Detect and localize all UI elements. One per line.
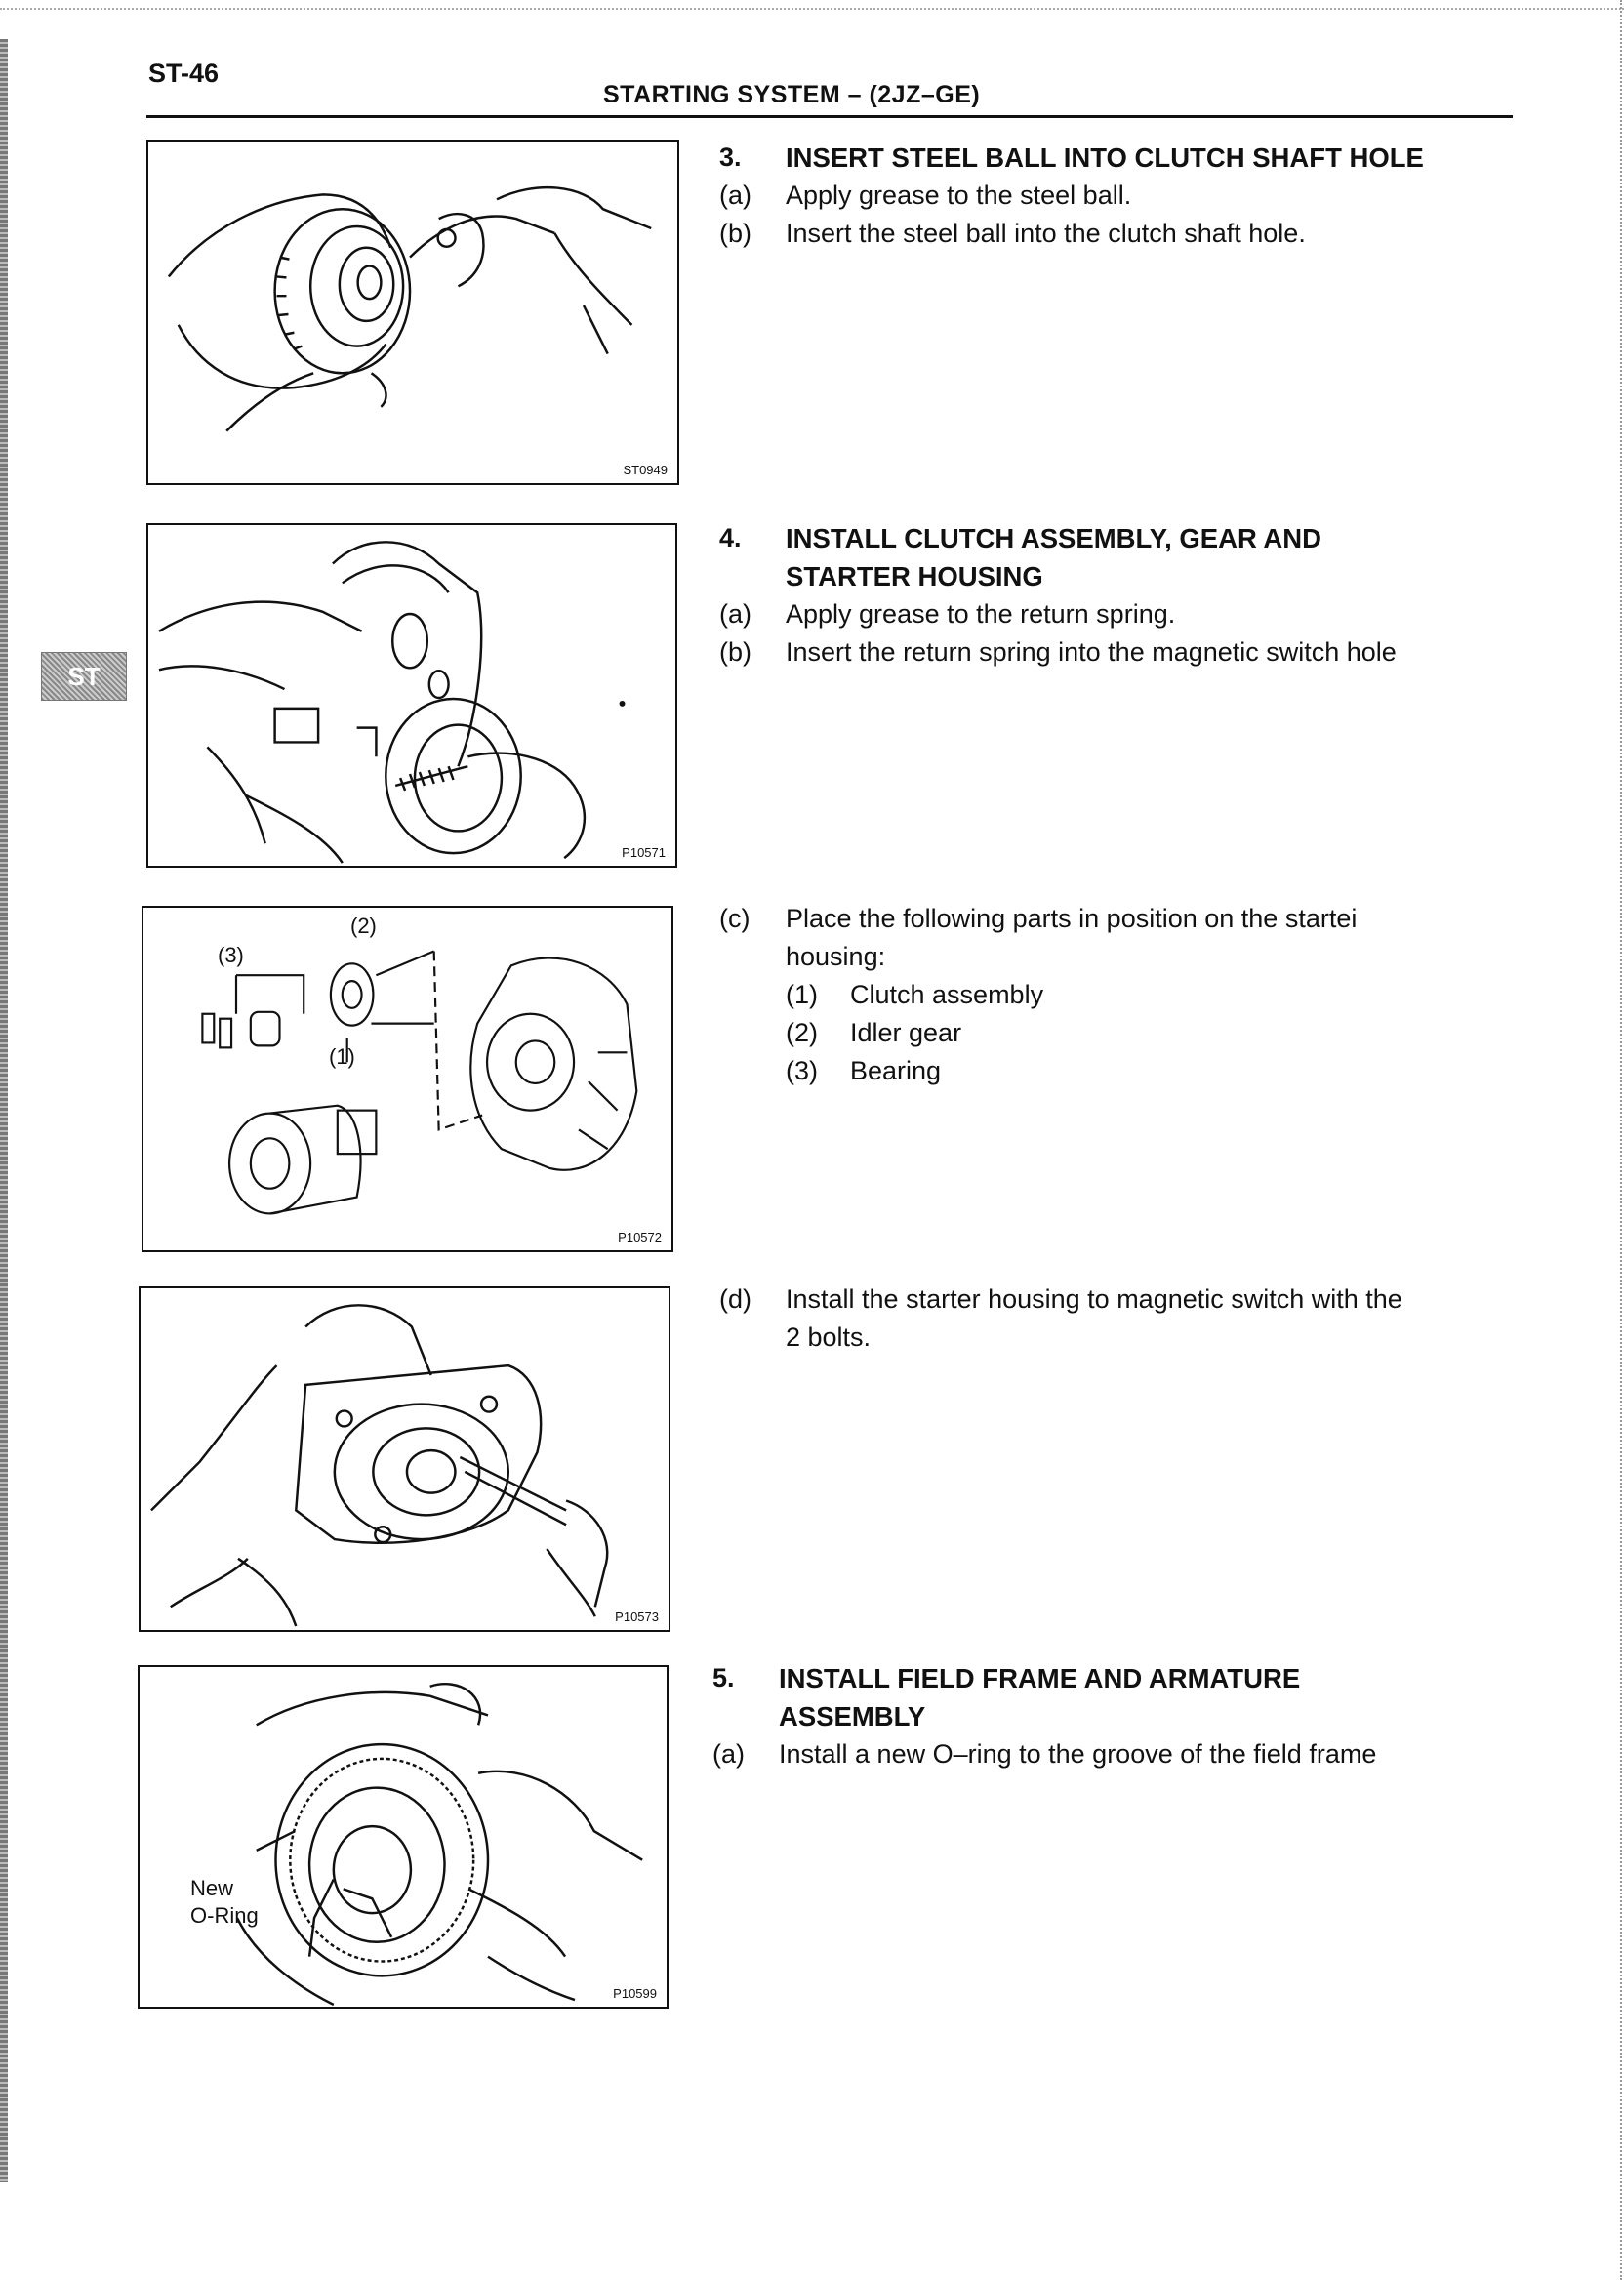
item-text: Install a new O–ring to the groove of th…: [779, 1739, 1377, 1769]
step-4c: (c) Place the following parts in positio…: [719, 900, 1598, 1090]
list-mark: (2): [786, 1018, 818, 1047]
section-title: STARTING SYSTEM – (2JZ–GE): [603, 81, 981, 108]
figure-code: P10571: [622, 845, 666, 860]
list-mark: (1): [786, 980, 818, 1009]
side-tab-st: ST: [41, 652, 127, 701]
step-title: INSERT STEEL BALL INTO CLUTCH SHAFT HOLE: [786, 142, 1424, 173]
item-mark: (b): [719, 637, 751, 667]
figure-code: P10573: [615, 1609, 659, 1624]
page-code: ST-46: [148, 59, 220, 88]
header-rule: [146, 115, 1513, 118]
item-text: Insert the steel ball into the clutch sh…: [786, 219, 1306, 248]
step-number: 4.: [719, 523, 742, 552]
item-text: Apply grease to the return spring.: [786, 599, 1176, 629]
step-title: INSTALL FIELD FRAME AND ARMATURE: [779, 1663, 1301, 1693]
list-text: Bearing: [850, 1056, 942, 1085]
label-new: New: [190, 1876, 234, 1900]
label-clutch-assembly: (1): [329, 1044, 355, 1069]
steel-ball-illustration: [167, 185, 652, 432]
binding-edge: [0, 39, 8, 2182]
field-frame-illustration: [235, 1683, 643, 2007]
item-text: Place the following parts in position on…: [786, 904, 1358, 933]
item-text: Install the starter housing to magnetic …: [786, 1284, 1402, 1314]
parts-exploded-illustration: [201, 950, 638, 1215]
right-dotted-border: [1620, 0, 1622, 2280]
step-number: 5.: [712, 1663, 735, 1692]
step-4: 4. INSTALL CLUTCH ASSEMBLY, GEAR AND STA…: [719, 519, 1598, 672]
list-text: Clutch assembly: [850, 980, 1044, 1009]
top-dotted-border: [0, 8, 1624, 10]
step-title-cont: STARTER HOUSING: [786, 561, 1043, 591]
figure-return-spring: P10571: [146, 523, 677, 868]
item-mark: (b): [719, 219, 751, 248]
label-idler-gear: (2): [350, 914, 377, 938]
figure-code: P10572: [618, 1230, 662, 1244]
item-text: Apply grease to the steel ball.: [786, 181, 1132, 210]
step-title-cont: ASSEMBLY: [779, 1701, 926, 1731]
item-text-cont: 2 bolts.: [786, 1323, 872, 1352]
starter-housing-illustration: [150, 1304, 609, 1627]
list-text: Idler gear: [850, 1018, 962, 1047]
step-number: 3.: [719, 142, 742, 172]
item-mark: (a): [719, 599, 751, 629]
item-mark: (a): [719, 181, 751, 210]
step-title: INSTALL CLUTCH ASSEMBLY, GEAR AND: [786, 523, 1322, 553]
figure-steel-ball: ST0949: [146, 140, 679, 485]
step-5: 5. INSTALL FIELD FRAME AND ARMATURE ASSE…: [712, 1659, 1591, 1773]
item-text-cont: housing:: [786, 942, 886, 971]
figure-parts-exploded: (3) (2) (1) P10572: [142, 906, 673, 1252]
return-spring-illustration: [158, 541, 626, 864]
list-mark: (3): [786, 1056, 818, 1085]
label-bearing: (3): [218, 943, 244, 967]
figure-code: ST0949: [623, 463, 668, 477]
figure-code: P10599: [613, 1986, 657, 2001]
item-mark: (c): [719, 904, 751, 933]
figure-field-frame: New O-Ring P10599: [138, 1665, 669, 2009]
item-mark: (a): [712, 1739, 745, 1769]
step-3: 3. INSERT STEEL BALL INTO CLUTCH SHAFT H…: [719, 139, 1598, 253]
figure-starter-housing: P10573: [139, 1286, 670, 1632]
item-text: Insert the return spring into the magnet…: [786, 637, 1397, 667]
item-mark: (d): [719, 1284, 751, 1314]
label-o-ring: O-Ring: [190, 1903, 259, 1928]
step-4d: (d) Install the starter housing to magne…: [719, 1281, 1598, 1357]
